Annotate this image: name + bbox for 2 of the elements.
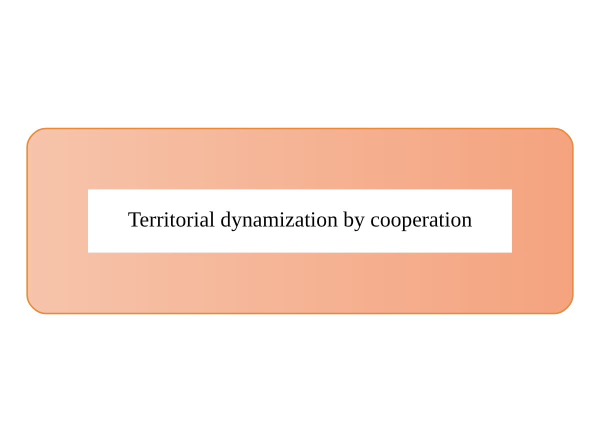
node-box: Territorial dynamization by cooperation xyxy=(88,189,512,253)
cluster xyxy=(26,128,574,314)
